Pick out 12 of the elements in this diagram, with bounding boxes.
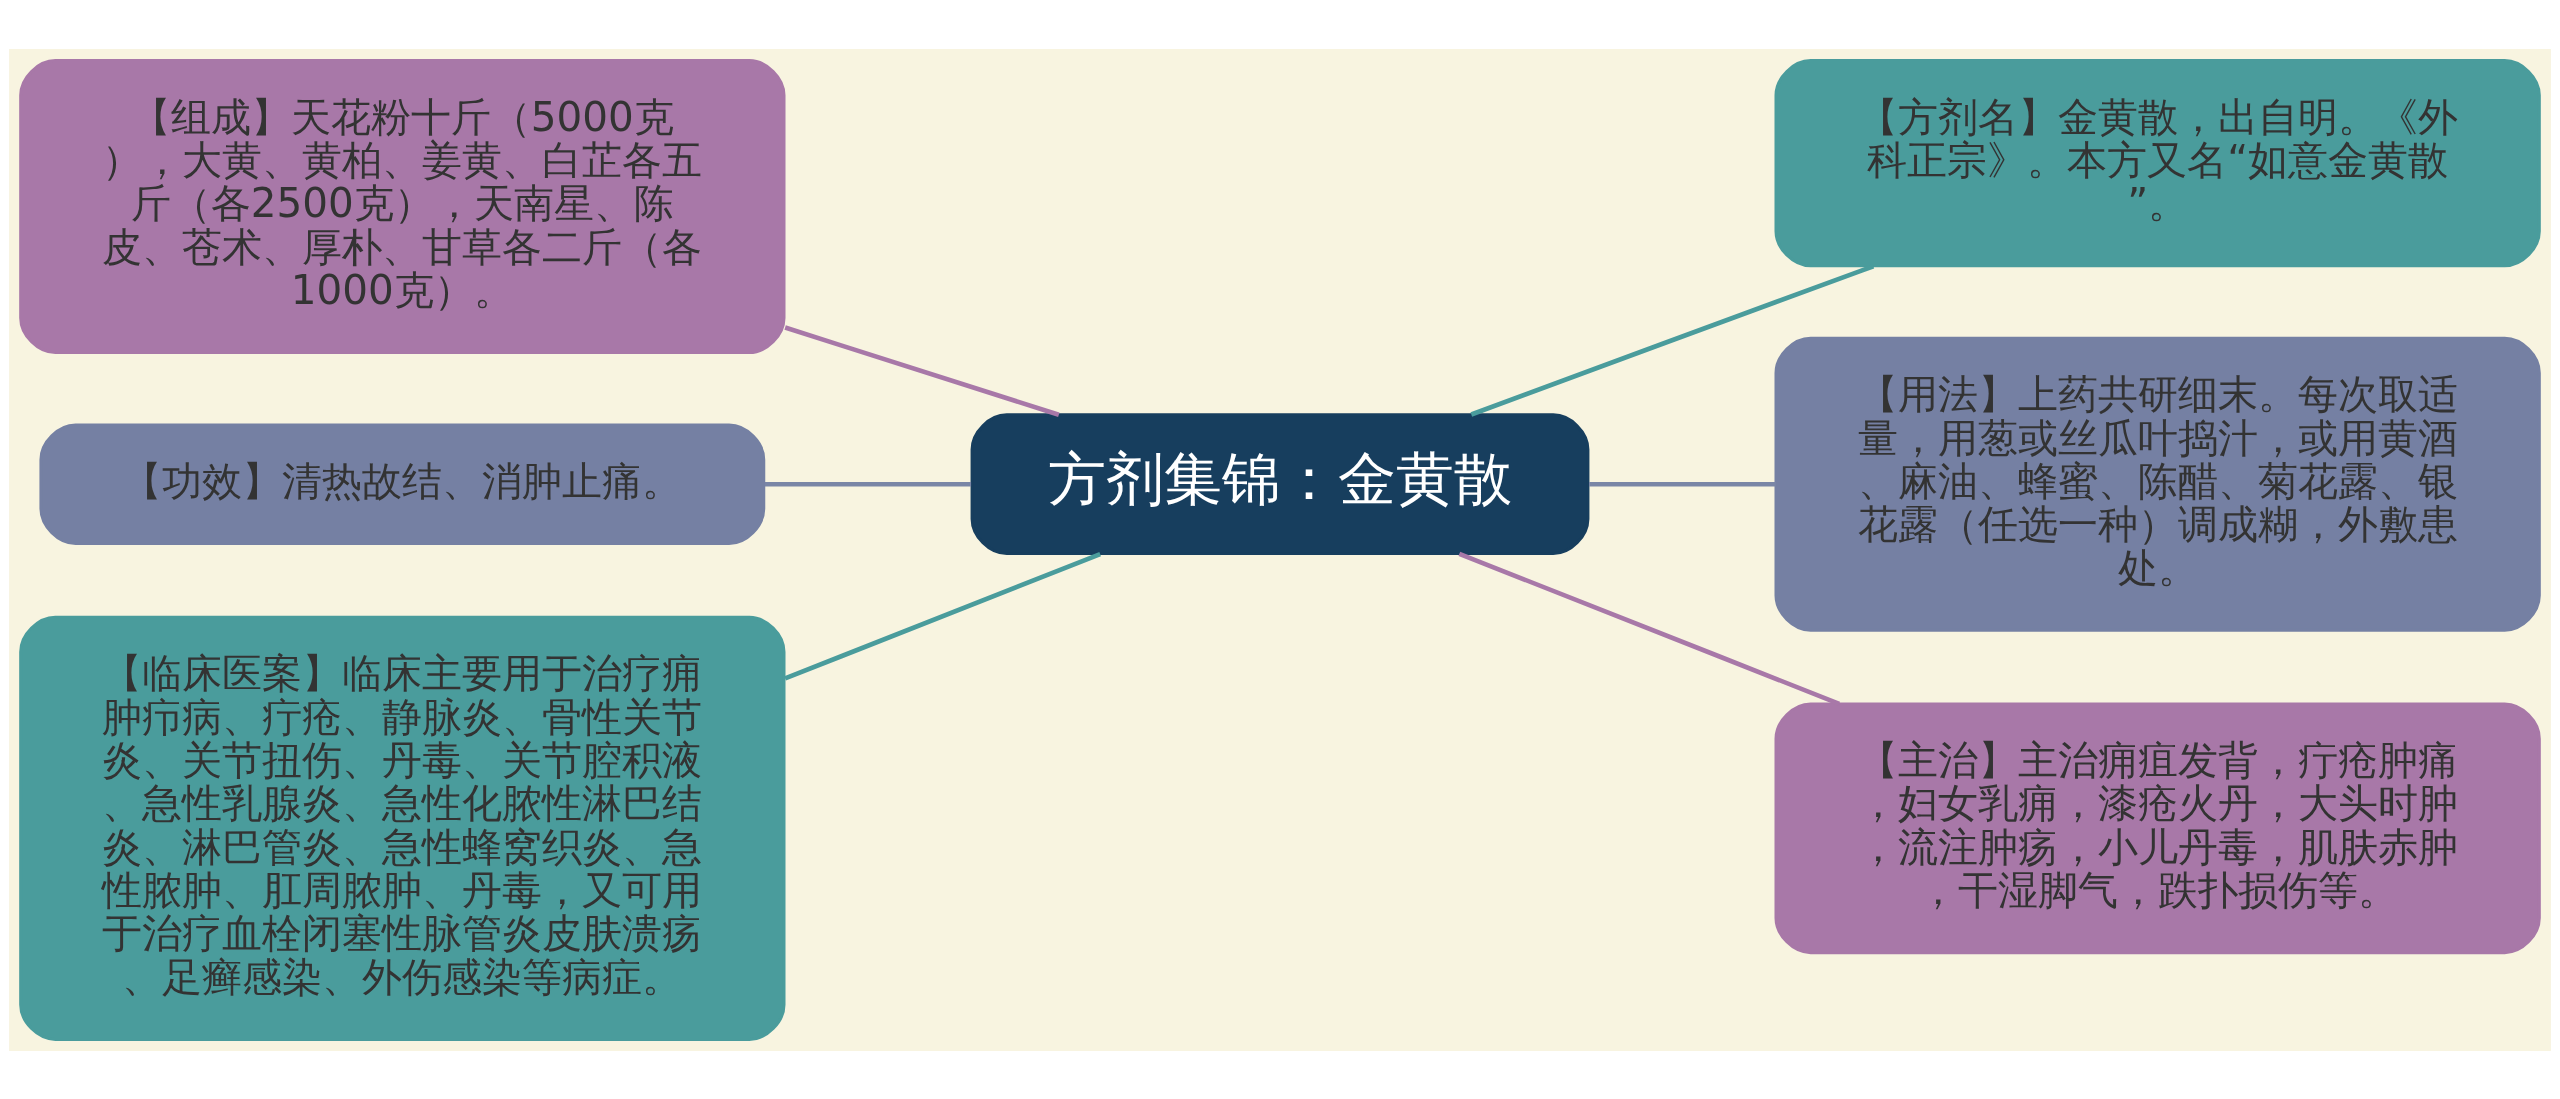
node-box: 【功效】清热故结、消肿止痛。 (39, 423, 766, 545)
connector (784, 551, 1102, 681)
node-box: 【方剂名】金黄散，出自明。《外科正宗》。本方又名“如意金黄散”。 (1774, 58, 2541, 267)
node-box: 【临床医案】临床主要用于治疗痈肿疖病、疔疮、静脉炎、骨性关节炎、关节扭伤、丹毒、关节腔积液、急性乳腺炎、急性化脓性淋巴结炎、淋巴管炎、急性蜂窝织炎、急性脓肿、肛周脓肿、丹毒，又可用于治疗血栓闭塞性脉管炎皮肤溃疡、足癣感染、外伤感染等病症。 (19, 615, 786, 1041)
connector (764, 481, 972, 487)
node-box: 【主治】主治痈疽发背，疔疮肿痛，妇女乳痈，漆疮火丹，大头时肿，流注肿疡，小儿丹毒，肌肤赤肿，干湿脚气，跌扑损伤等。 (1774, 702, 2541, 954)
node-box: 【组成】天花粉十斤（5000克），大黄、黄柏、姜黄、白芷各五斤（各2500克），天南星、陈皮、苍术、厚朴、甘草各二斤（各1000克）。 (19, 58, 786, 354)
connector (1589, 481, 1776, 487)
node-box: 【用法】上药共研细末。每次取适量，用葱或丝瓜叶捣汁，或用黄酒、麻油、蜂蜜、陈醋、菊花露、银花露（任选一种）调成糊，外敷患处。 (1774, 336, 2541, 632)
connector (784, 324, 1060, 417)
connector (1458, 551, 1841, 706)
node-box: 方剂集锦：金黄散 (970, 412, 1590, 555)
